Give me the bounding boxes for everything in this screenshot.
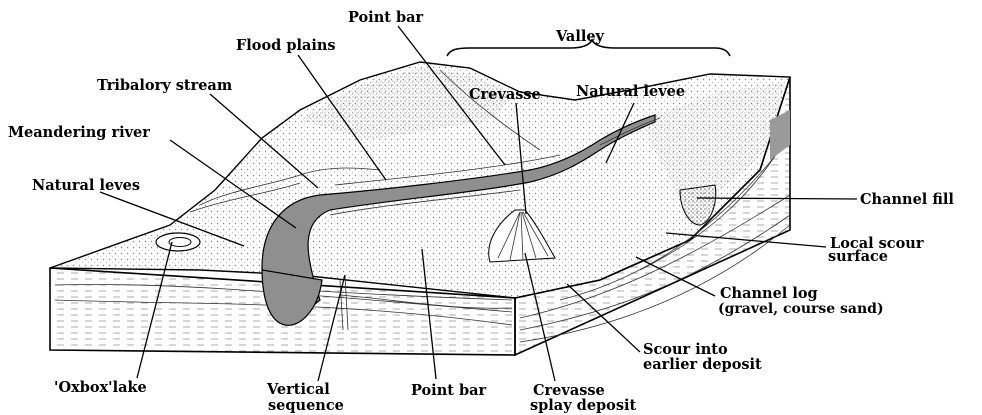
label-local-scour-2: surface	[828, 248, 888, 265]
label-flood-plains: Flood plains	[236, 37, 336, 54]
label-channel-fill: Channel fill	[860, 191, 954, 208]
label-crevasse-splay-2: splay deposit	[530, 397, 637, 414]
label-natural-levee: Natural levee	[576, 83, 685, 100]
label-valley: Valley	[555, 28, 605, 45]
label-crevasse: Crevasse	[469, 86, 541, 103]
label-meandering-river: Meandering river	[8, 124, 150, 141]
label-vertical-1: Vertical	[266, 381, 330, 398]
label-vertical-2: sequence	[268, 397, 344, 414]
label-channel-log-2: (gravel, course sand)	[718, 301, 884, 317]
label-oxbow-lake: 'Oxbox'lake	[54, 379, 147, 396]
label-natural-leves: Natural leves	[32, 177, 140, 194]
label-point-bar-top: Point bar	[348, 9, 424, 26]
label-channel-log-1: Channel log	[720, 285, 818, 302]
label-point-bar-bottom: Point bar	[411, 382, 487, 399]
label-scour-2: earlier deposit	[643, 356, 762, 373]
label-tributary-stream: Tribalory stream	[97, 77, 233, 94]
